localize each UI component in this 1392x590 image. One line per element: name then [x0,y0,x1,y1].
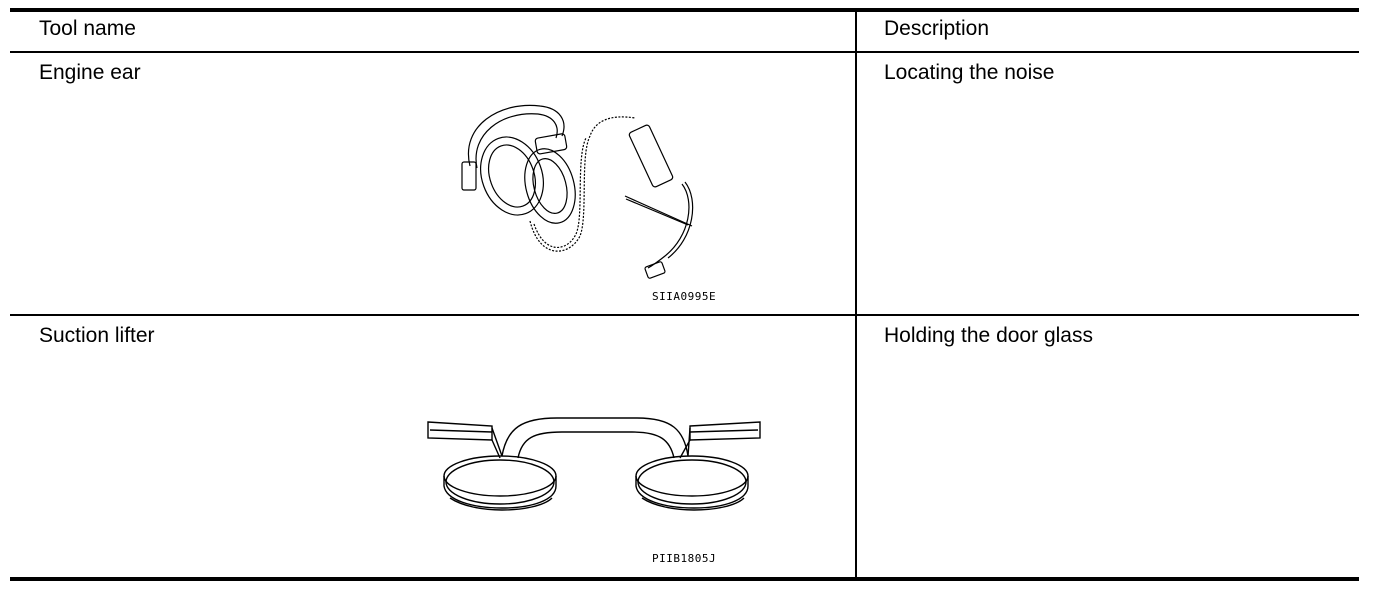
header-divider [10,51,1359,53]
row-2-tool-name: Suction lifter [39,324,155,347]
header-description: Description [884,17,990,40]
table-top-rule [10,8,1359,12]
suction-cup-lifter-icon [422,408,767,513]
row-2-description: Holding the door glass [884,324,1093,347]
tools-table: Tool name Description Engine ear Locatin… [10,8,1359,581]
column-divider [855,12,857,577]
table-bottom-rule [10,577,1359,581]
headphone-stethoscope-icon [450,96,720,286]
header-tool-name: Tool name [39,17,136,40]
row-divider [10,314,1359,316]
row-2-figure-code: PIIB1805J [652,552,717,565]
row-1-tool-name: Engine ear [39,61,141,84]
row-1-figure-code: SIIA0995E [652,290,717,303]
row-1-description: Locating the noise [884,61,1055,84]
